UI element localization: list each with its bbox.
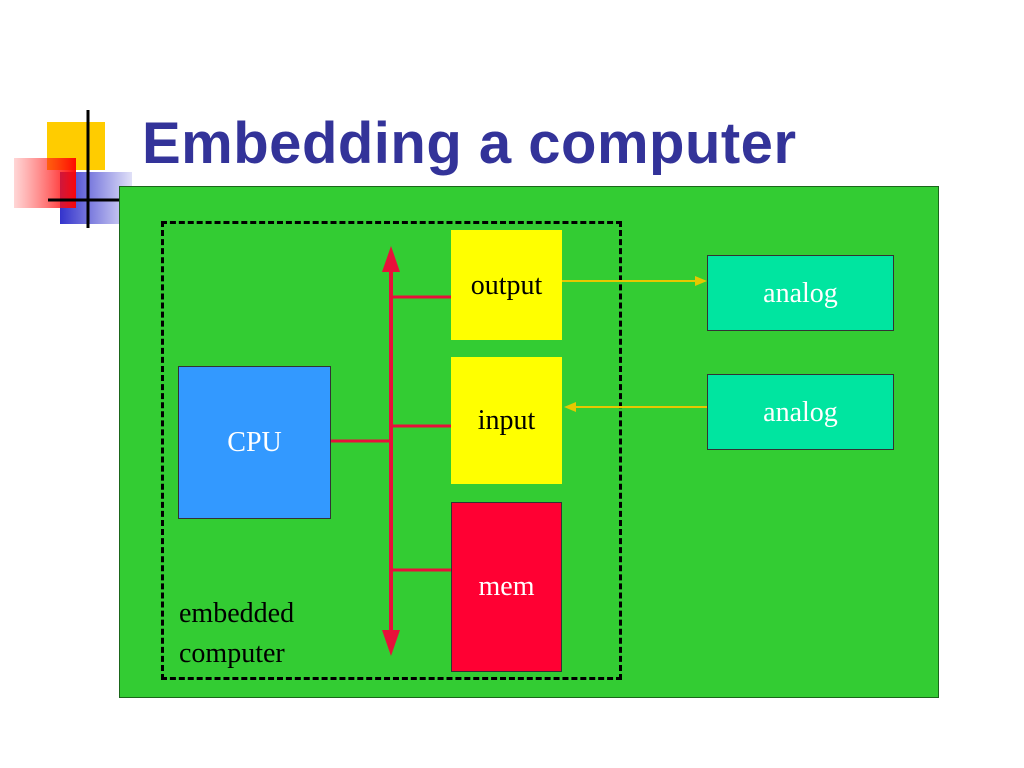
output-signal-arrow-icon <box>695 276 707 286</box>
memory-block: mem <box>451 502 562 672</box>
bus-arrow-up-icon <box>382 246 400 272</box>
input-block: input <box>451 357 562 484</box>
input-label: input <box>477 404 536 436</box>
output-label: output <box>470 270 543 301</box>
bus-arrow-down-icon <box>382 630 400 656</box>
mem-label: mem <box>478 571 535 602</box>
analog-bottom-label: analog <box>763 397 838 428</box>
analog-top-label: analog <box>763 278 838 309</box>
caption-line-1: embedded <box>179 598 295 629</box>
input-signal-arrow-icon <box>564 402 576 412</box>
caption-line-2: computer <box>179 638 285 669</box>
cpu-label: CPU <box>227 426 282 458</box>
embedded-computer-boundary <box>161 221 622 680</box>
output-block: output <box>451 230 562 340</box>
embedded-computer-caption: embedded computer <box>179 594 294 674</box>
slide-title: Embedding a computer <box>142 111 797 176</box>
cpu-block: CPU <box>178 366 331 519</box>
analog-device-top: analog <box>707 255 894 331</box>
analog-device-bottom: analog <box>707 374 894 450</box>
